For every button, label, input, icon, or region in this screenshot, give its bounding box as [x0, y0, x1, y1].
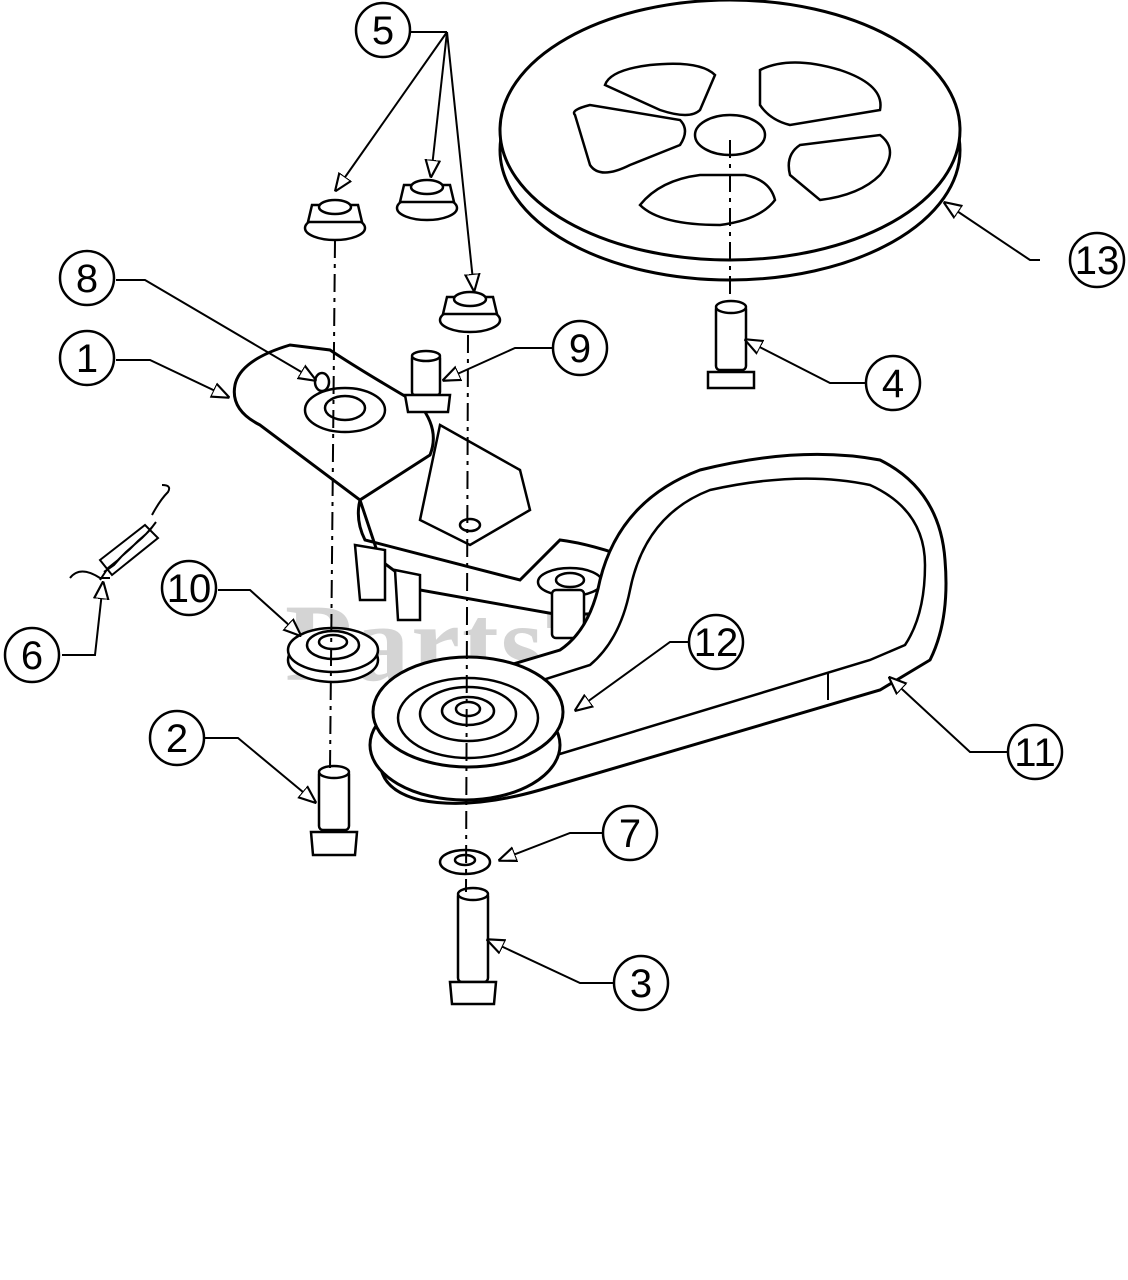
flange-nuts — [303, 178, 502, 334]
callout-6[interactable]: 6 — [3, 626, 61, 684]
callout-2[interactable]: 2 — [148, 709, 206, 767]
callout-6-label: 6 — [21, 634, 43, 678]
callout-1[interactable]: 1 — [58, 329, 116, 387]
spacer-bushing — [286, 626, 380, 684]
large-pulley — [498, 0, 962, 310]
callout-4-label: 4 — [882, 362, 904, 406]
callout-8-label: 8 — [76, 257, 98, 301]
callout-11-label: 11 — [1014, 731, 1056, 775]
nut-middle — [395, 178, 459, 222]
nut-right — [438, 290, 502, 334]
pulley-bolt — [706, 299, 756, 390]
leader-lines — [62, 31, 1040, 984]
callout-9[interactable]: 9 — [551, 319, 609, 377]
callout-5-label: 5 — [372, 9, 394, 53]
callout-11[interactable]: 11 — [1006, 723, 1064, 781]
callout-13[interactable]: 13 — [1068, 231, 1126, 289]
nut-left — [303, 198, 367, 242]
callout-4[interactable]: 4 — [864, 354, 922, 412]
extension-spring — [69, 484, 171, 581]
center-lines — [329, 239, 469, 893]
idler-pulley — [368, 655, 565, 802]
pin — [313, 371, 331, 393]
bushing-bolt — [309, 764, 359, 857]
idler-bracket — [232, 343, 692, 640]
pulley-shoulder-bolt — [448, 886, 498, 1006]
flat-washer — [438, 848, 492, 876]
callout-1-label: 1 — [76, 337, 98, 381]
stud-bolt — [403, 349, 452, 414]
callout-9-label: 9 — [569, 327, 591, 371]
callout-13-label: 13 — [1075, 239, 1120, 283]
callout-3[interactable]: 3 — [612, 954, 670, 1012]
callout-10-label: 10 — [167, 567, 212, 611]
callout-12-label: 12 — [694, 621, 739, 665]
callout-3-label: 3 — [630, 962, 652, 1006]
callout-12[interactable]: 12 — [687, 613, 745, 671]
callout-7[interactable]: 7 — [601, 804, 659, 862]
callout-8[interactable]: 8 — [58, 249, 116, 307]
callout-7-label: 7 — [619, 812, 641, 856]
callout-10[interactable]: 10 — [160, 559, 218, 617]
callout-2-label: 2 — [166, 717, 188, 761]
callout-5[interactable]: 5 — [354, 1, 412, 59]
